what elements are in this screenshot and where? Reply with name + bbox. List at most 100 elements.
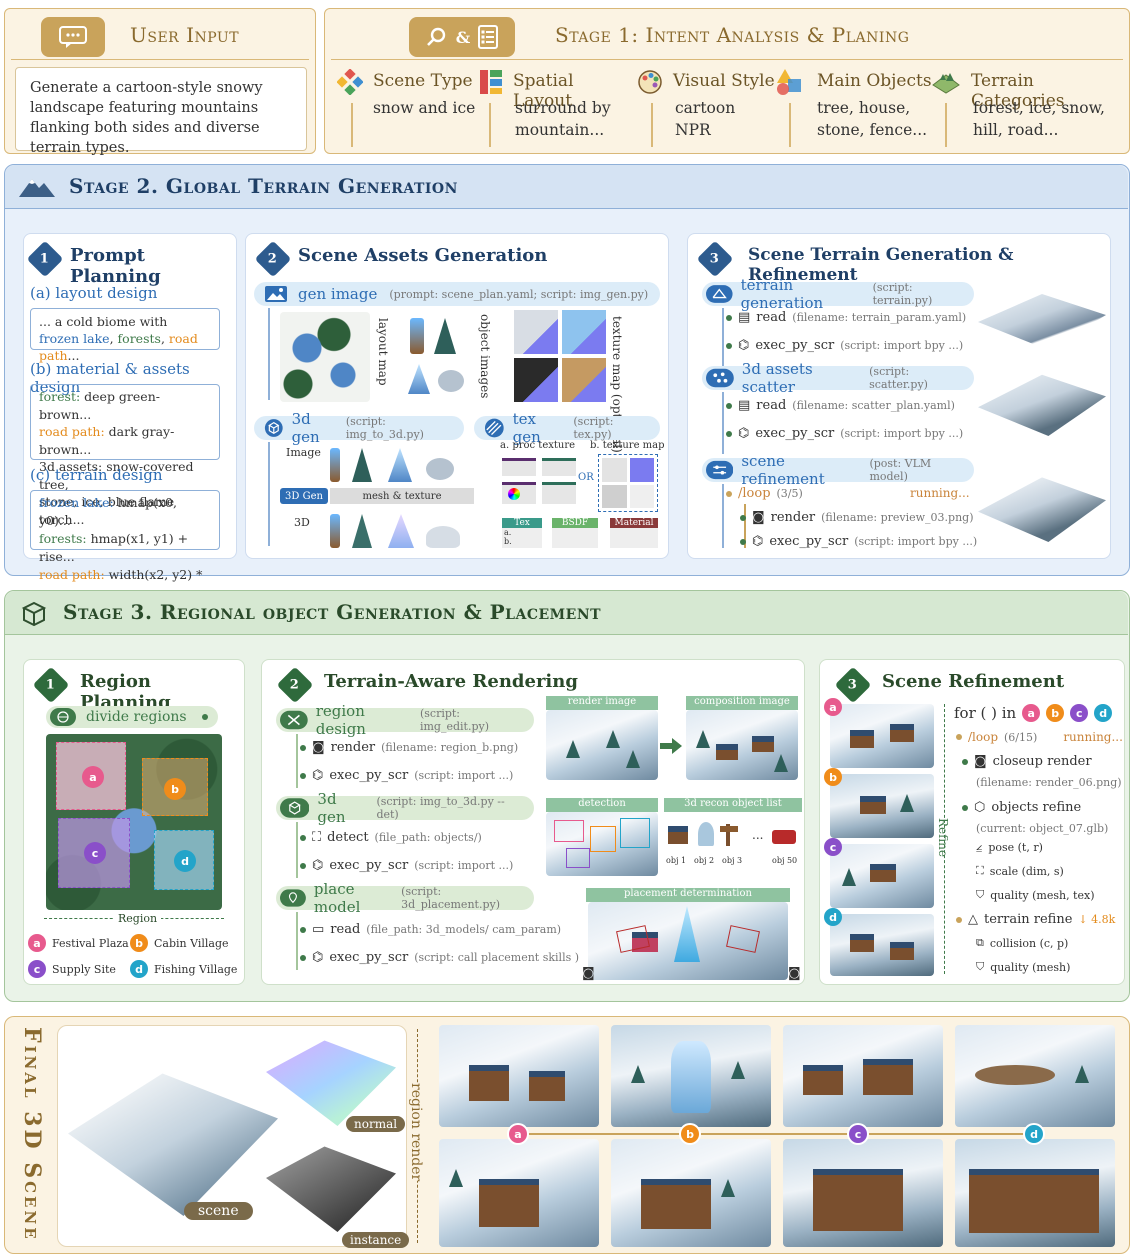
terrain-generation-pill: terrain generation (script: terrain.py) — [702, 276, 974, 312]
obj2-label: obj 2 — [694, 856, 715, 865]
python-icon: ⌬ — [312, 768, 324, 783]
region-legend-title: Region — [114, 912, 162, 925]
3d-label: 3D — [294, 516, 310, 529]
step-badge: 1 — [26, 240, 64, 278]
scene-assets-title: Scene Assets Generation — [298, 245, 548, 266]
main-objects-value2: stone, fence... — [817, 121, 928, 139]
place-read-step: ▭read(file_path: 3d_models/ cam_param) — [300, 922, 561, 937]
refine-loop-status: /loop(6/15)running... — [956, 730, 1123, 744]
final-c-bottom — [783, 1139, 943, 1247]
location-icon — [280, 889, 306, 907]
detection-label: detection — [546, 798, 658, 812]
scene-type-label: Scene Type — [373, 71, 473, 91]
terrain-categories-value1: forest, ice, snow, — [973, 99, 1105, 117]
texture-map-b-box — [598, 454, 658, 512]
object-images — [404, 314, 474, 400]
detect-icon: ⛶ — [312, 830, 322, 845]
scene-assets-card: 2 Scene Assets Generation gen image (pro… — [245, 233, 669, 559]
placement-image — [588, 902, 788, 980]
final-badge-c: c — [847, 1123, 869, 1145]
python-icon: ⌬ — [738, 426, 750, 441]
mountain-outline-icon: △ — [968, 912, 978, 927]
thumb-badge-c: c — [824, 838, 842, 856]
final-title: Final 3D Scene — [19, 1027, 45, 1242]
region-badge-a: a — [82, 766, 104, 788]
normal-render — [266, 1040, 396, 1126]
terrain-rendering-card: 2 Terrain-Aware Rendering region design … — [261, 659, 805, 985]
cube-outline-icon — [21, 601, 47, 627]
proc-texture-nodes — [500, 454, 580, 510]
step-badge: 3 — [834, 666, 872, 704]
composition-image-label: composition image — [686, 696, 798, 710]
tex-node: Tex a.b. — [502, 518, 542, 548]
terrain-refine-step: △terrain refine↓ 4.8k — [956, 912, 1115, 927]
object-images-label: object images — [478, 314, 492, 399]
3d-gen-badge: 3D Gen — [280, 488, 328, 504]
place-model-pill: place model (script: 3d_placement.py) — [276, 880, 534, 916]
scene-type-icon — [337, 69, 363, 95]
closeup-sub: (filename: render_06.png) — [976, 776, 1122, 789]
terrain-design-box: frozen lake: hmap(x0, y0)... forests: hm… — [30, 490, 220, 600]
terrain-preview-1 — [978, 294, 1106, 350]
shapes-icon — [777, 69, 801, 95]
camera-icon: ◙ — [312, 740, 325, 755]
stage1-item-spatial-layout: Spatial Layout surround by mountain... — [477, 67, 637, 151]
python-icon: ⌬ — [752, 534, 764, 549]
obj50-label: obj 50 — [772, 856, 798, 865]
scale-icon: ⛶ — [976, 864, 984, 877]
stage3-title: Stage 3. Regional object Generation & Pl… — [63, 600, 602, 624]
user-input-title: User Input — [130, 23, 240, 47]
mesh-texture-bar: mesh & texture — [330, 488, 474, 504]
refine-vertical-label: Refine — [936, 818, 950, 857]
python-icon: ⌬ — [312, 858, 324, 873]
spatial-layout-value1: surround by — [515, 99, 611, 117]
stage1-item-scene-type: Scene Type snow and ice — [335, 67, 480, 151]
recon-list-label: 3d recon object list — [664, 798, 802, 812]
thumb-badge-b: b — [824, 768, 842, 786]
final-panel: Final 3D Scene normal scene instance reg… — [4, 1016, 1130, 1254]
terrain-rendering-title: Terrain-Aware Rendering — [324, 671, 578, 692]
user-input-panel: User Input Generate a cartoon-style snow… — [4, 8, 316, 156]
texture-map-image — [514, 310, 606, 402]
refine-thumb-d — [830, 914, 934, 976]
3d-assets-row — [326, 510, 476, 550]
placement-label: placement determination — [586, 888, 790, 902]
region-badge-d: d — [174, 850, 196, 872]
camera-left-icon: ◙ — [582, 966, 595, 981]
scene-refinement-title: Scene Refinement — [882, 671, 1065, 692]
stage1-item-terrain-categories: Terrain Categories forest, ice, snow, hi… — [931, 67, 1127, 151]
gen-image-pill: gen image (prompt: scene_plan.yaml; scri… — [254, 282, 660, 306]
region-exec-step: ⌬exec_py_scr(script: import ...) — [300, 768, 513, 783]
cube-icon: ⬡ — [974, 800, 986, 815]
material-design-title: (b) material & assets design — [30, 360, 190, 396]
scene-label: scene — [184, 1202, 253, 1220]
final-a-top — [439, 1025, 599, 1127]
final-d-bottom — [955, 1139, 1115, 1247]
shield-icon: ⛉ — [976, 888, 985, 901]
scene-render — [68, 1073, 278, 1216]
texture-map-b-label: b. texture map — [590, 440, 665, 451]
search-icon — [426, 27, 445, 46]
gen3d-exec-step: ⌬exec_py_scr(script: import ...) — [300, 858, 513, 873]
render-image — [546, 710, 658, 780]
composition-image — [686, 710, 798, 780]
folder-icon: ▭ — [312, 922, 325, 937]
closeup-render-step: ◙closeup render — [962, 754, 1092, 769]
step-badge: 2 — [254, 240, 292, 278]
region-planning-card: 1 Region Planning divide regions a b c d… — [23, 659, 245, 985]
or-label: OR — [578, 472, 594, 483]
refine-for-loop: for ( ) in a b c d — [954, 704, 1113, 722]
mountain-icon — [19, 179, 55, 197]
terrain-categories-value2: hill, road... — [973, 121, 1059, 139]
terrain-read-step: ▤read(filename: terrain_param.yaml) — [726, 310, 966, 325]
objects-sub: (current: object_07.glb) — [976, 822, 1109, 835]
scale-item: ⛶scale (dim, s) — [976, 864, 1064, 878]
visual-style-label: Visual Style — [673, 71, 775, 91]
visual-style-value1: cartoon — [675, 99, 736, 117]
refine-thumb-c — [830, 844, 934, 908]
stage2-panel: Stage 2. Global Terrain Generation 1 Pro… — [4, 164, 1130, 600]
layout-design-box: ... a cold biome with frozen lake, fores… — [30, 308, 220, 363]
